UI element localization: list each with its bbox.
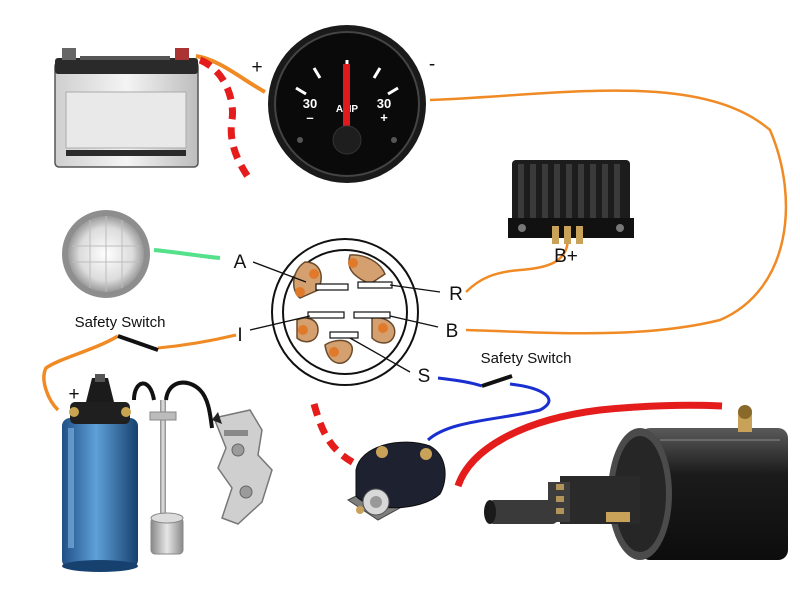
solenoid-positive-dashed-wire xyxy=(310,403,362,470)
headlight-icon xyxy=(62,210,150,298)
condenser-icon xyxy=(149,400,184,555)
start-safety-switch-label: Safety Switch xyxy=(481,350,572,367)
battery-positive-dashed-wire xyxy=(198,56,253,182)
gauge-minus-mark: – xyxy=(306,110,313,125)
coil-plus-label: + xyxy=(68,384,79,405)
start-safety-switch-icon xyxy=(481,374,513,388)
ammeter-to-b-terminal-wire xyxy=(429,89,788,335)
battery-icon xyxy=(54,48,199,168)
terminal-b-label: B xyxy=(446,321,459,342)
breaker-points-icon xyxy=(212,409,273,525)
gauge-plus-mark: + xyxy=(380,110,388,125)
ignition-safety-switch-icon xyxy=(117,334,159,352)
regulator-output-label: B+ xyxy=(554,246,578,267)
headlight-to-a-terminal-wire xyxy=(153,248,221,260)
regulator-to-r-terminal-wire xyxy=(465,237,570,293)
terminal-r-label: R xyxy=(449,284,463,305)
solenoid-to-starter-wire xyxy=(454,401,723,488)
ammeter-minus-label: - xyxy=(429,54,435,75)
terminal-s-label: S xyxy=(418,366,431,387)
terminal-a-label: A xyxy=(234,252,247,273)
ignition-switch-icon xyxy=(249,238,441,386)
voltage-regulator-icon xyxy=(508,160,634,244)
ammeter-gauge-icon: 30 30 0 AMP – + xyxy=(268,25,426,183)
safety-switch-to-solenoid-wire xyxy=(426,382,551,442)
i-terminal-to-safety-switch-wire xyxy=(157,333,237,350)
s-terminal-to-safety-switch-wire xyxy=(437,376,483,388)
starter-motor-icon xyxy=(484,405,788,560)
coil-to-points-wire xyxy=(164,380,214,429)
gauge-scale-left: 30 xyxy=(303,96,317,111)
ammeter-plus-label: + xyxy=(251,57,262,78)
coil-to-condenser-wire xyxy=(132,381,156,401)
ignition-safety-switch-label: Safety Switch xyxy=(75,314,166,331)
gauge-needle xyxy=(343,64,350,128)
terminal-i-label: I xyxy=(237,325,242,346)
starter-solenoid-icon xyxy=(346,441,446,521)
gauge-scale-right: 30 xyxy=(377,96,391,111)
ignition-coil-icon xyxy=(62,374,138,572)
safety-switch-to-coil-wire xyxy=(42,334,119,412)
